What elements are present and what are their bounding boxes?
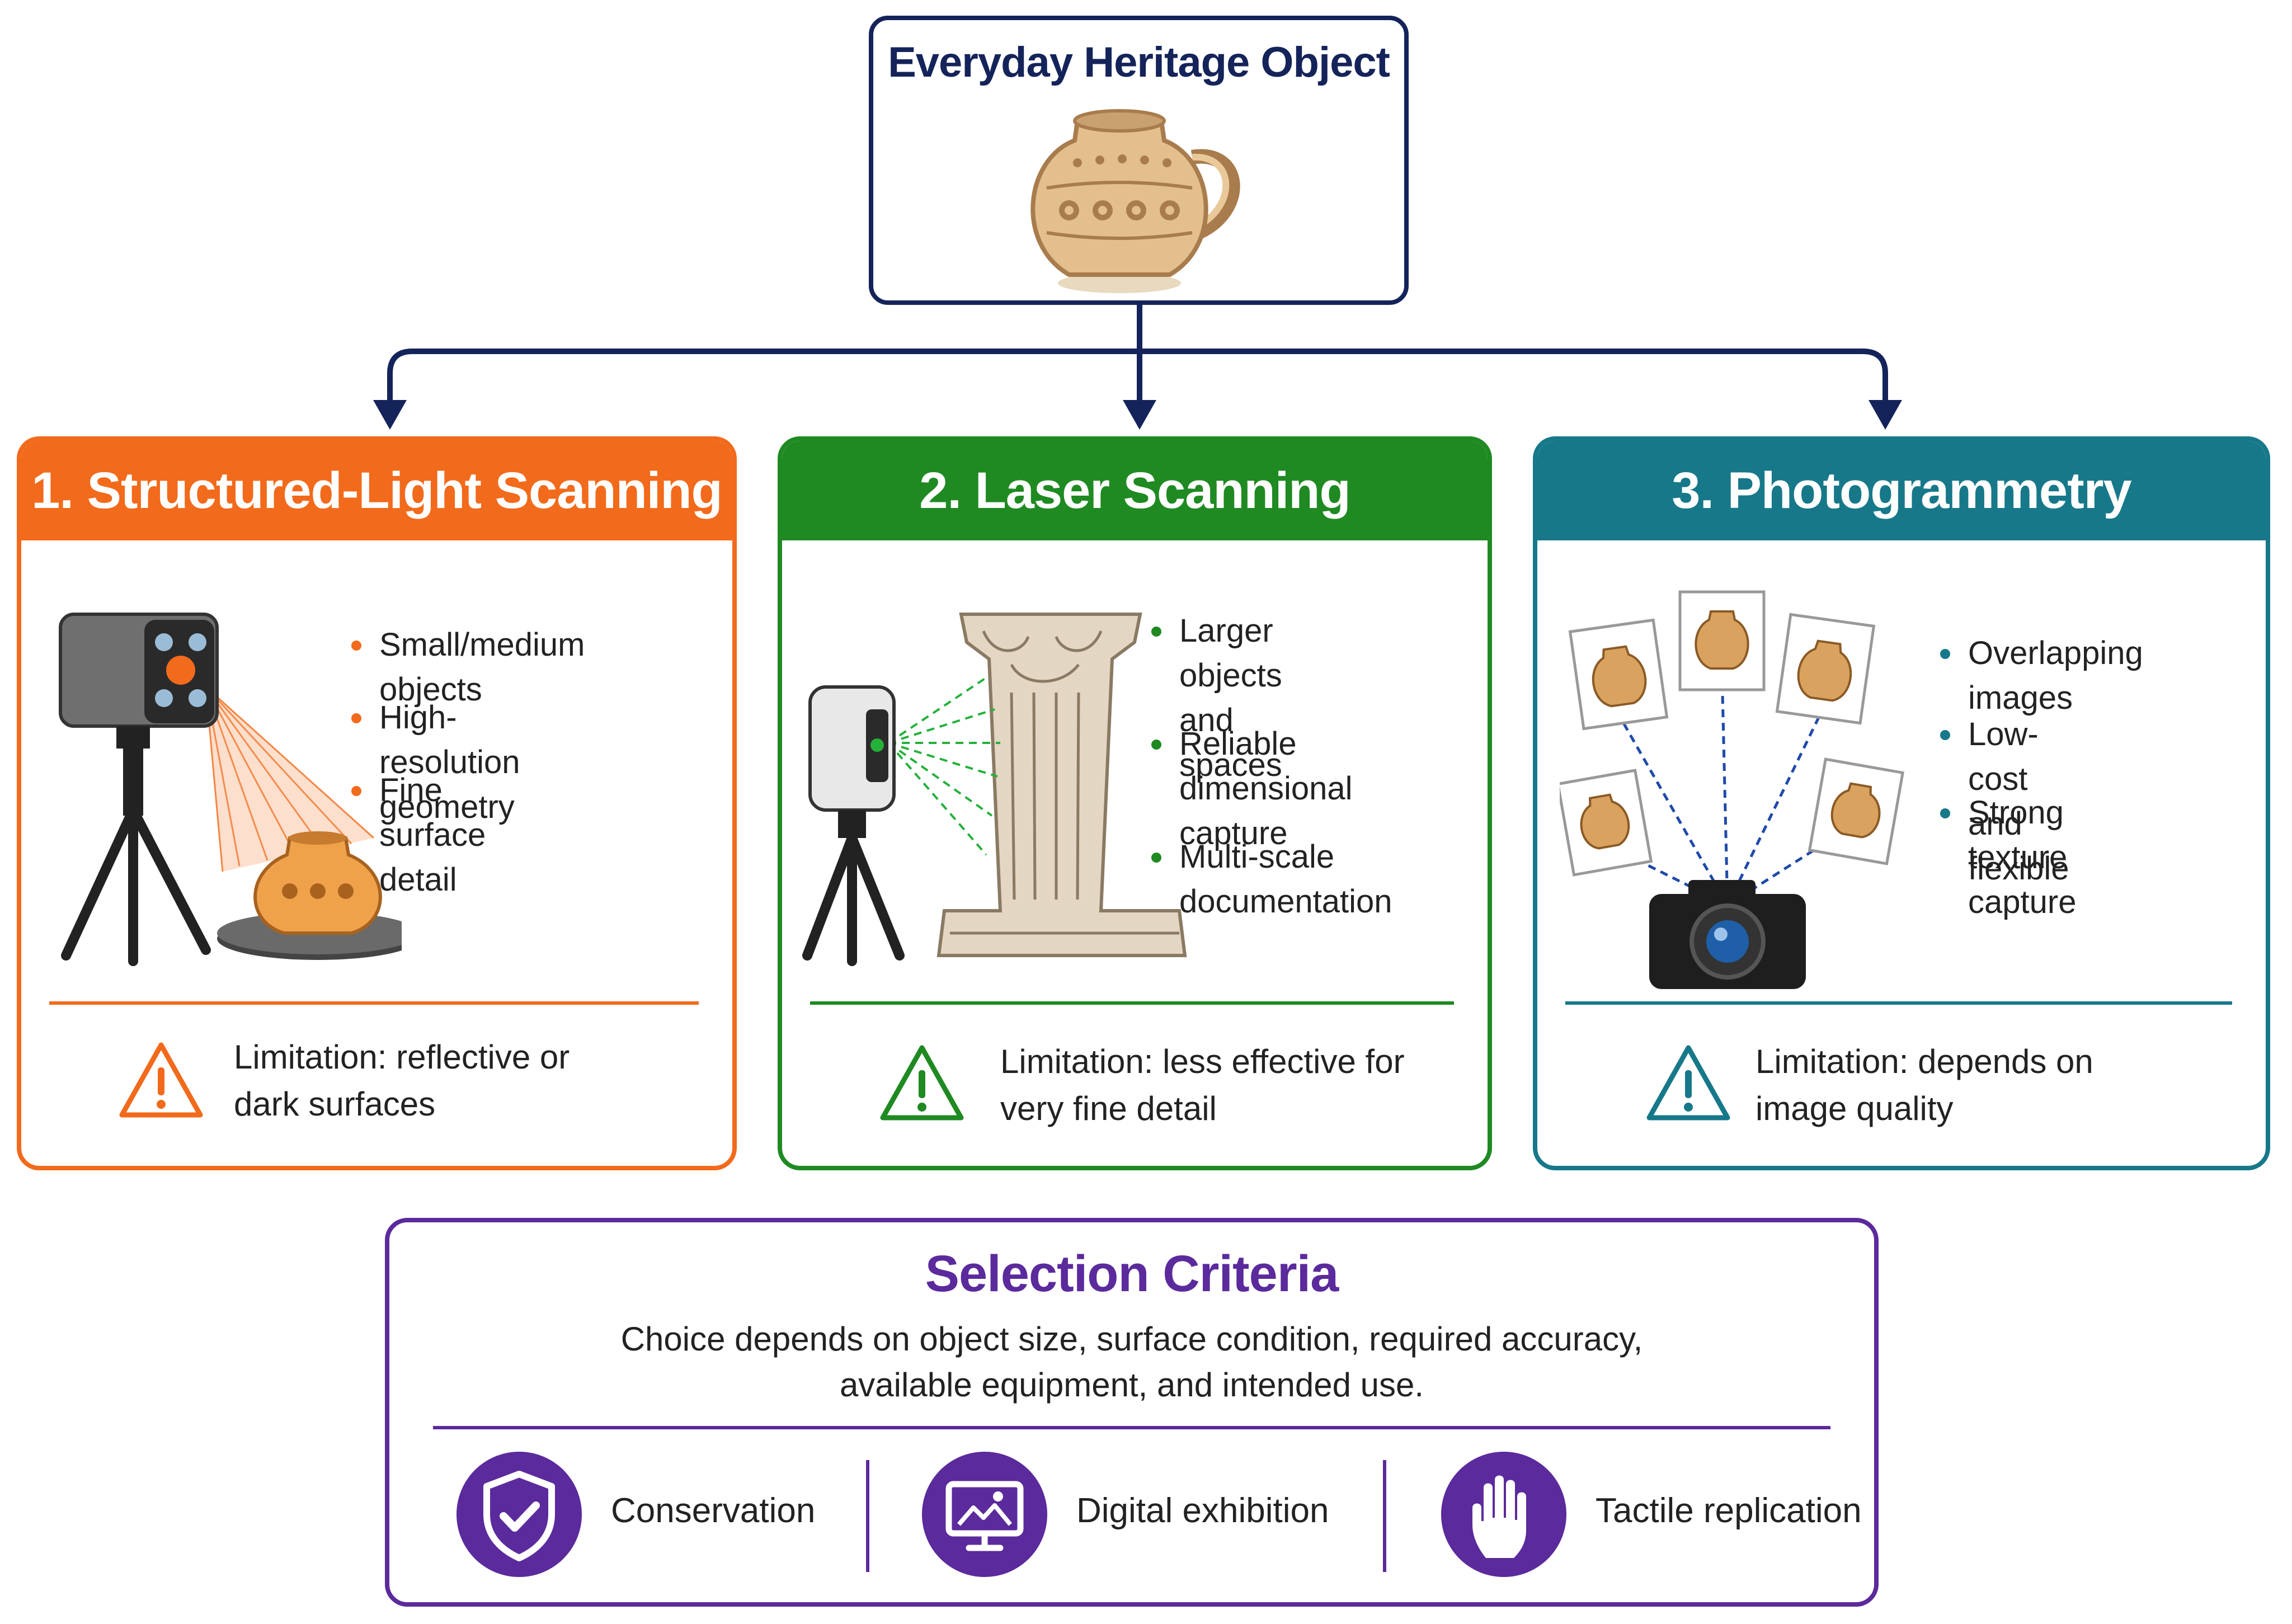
laser-scanning-limitation: Limitation: less effective for very fine… (1000, 1043, 1405, 1127)
photogrammetry-divider (1565, 1001, 2232, 1005)
monitor-image-icon (922, 1452, 1047, 1577)
warning-icon (880, 1045, 964, 1121)
selection-criteria-description: Choice depends on object size, surface c… (620, 1320, 1643, 1404)
list-item: High-resolution geometry (351, 695, 520, 830)
selection-criteria-title: Selection Criteria (925, 1245, 1339, 1302)
list-item: Reliable dimensional capture (1151, 722, 1353, 856)
warning-icon (119, 1042, 203, 1118)
photogrammetry-title: 3. Photogrammetry (1537, 441, 2266, 540)
warning-icon (1646, 1045, 1730, 1121)
use-separator (866, 1460, 869, 1572)
shield-check-icon (456, 1452, 582, 1577)
photogrammetry-limitation: Limitation: depends on image quality (1756, 1043, 2093, 1127)
laser-scanning-divider (810, 1001, 1454, 1005)
photogrammetry-card: 3. Photogrammetry Overla (1533, 436, 2270, 1170)
use-label: Tactile replication (1596, 1491, 1862, 1530)
heritage-object-box: Everyday Heritage Object (869, 16, 1409, 305)
photogrammetry-camera-icon (1560, 590, 1905, 989)
list-item: Multi-scale documentation (1151, 835, 1392, 924)
structured-light-scanner-icon (59, 613, 402, 966)
structured-light-limitation: Limitation: reflective or dark surfaces (234, 1038, 570, 1123)
connector-arrows (373, 302, 1902, 430)
list-item: Overlapping images (1940, 631, 2143, 721)
use-label: Conservation (611, 1491, 816, 1530)
list-item: Larger objects and spaces (1151, 609, 1282, 788)
list-item: Strong texture capture (1940, 790, 2076, 925)
structured-light-title: 1. Structured-Light Scanning (21, 441, 732, 540)
laser-scanning-title: 2. Laser Scanning (782, 441, 1488, 540)
pottery-jug-icon (1030, 109, 1240, 293)
laser-scanner-column-icon (802, 613, 1187, 966)
heritage-object-title: Everyday Heritage Object (888, 39, 1390, 86)
laser-scanning-card: 2. Laser Scanning Larger objects and spa… (778, 436, 1492, 1170)
structured-light-card: 1. Structured-Light Scanning Small/mediu… (17, 436, 737, 1170)
selection-criteria-box: Selection Criteria Choice depends on obj… (385, 1218, 1879, 1607)
use-separator (1383, 1460, 1386, 1572)
structured-light-divider (49, 1001, 699, 1005)
hand-icon (1441, 1452, 1566, 1577)
list-item: Low-cost and flexible (1940, 712, 2069, 891)
use-label: Digital exhibition (1076, 1491, 1329, 1530)
list-item: Fine surface detail (351, 768, 486, 902)
list-item: Small/medium objects (351, 623, 585, 712)
selection-divider (433, 1426, 1830, 1429)
